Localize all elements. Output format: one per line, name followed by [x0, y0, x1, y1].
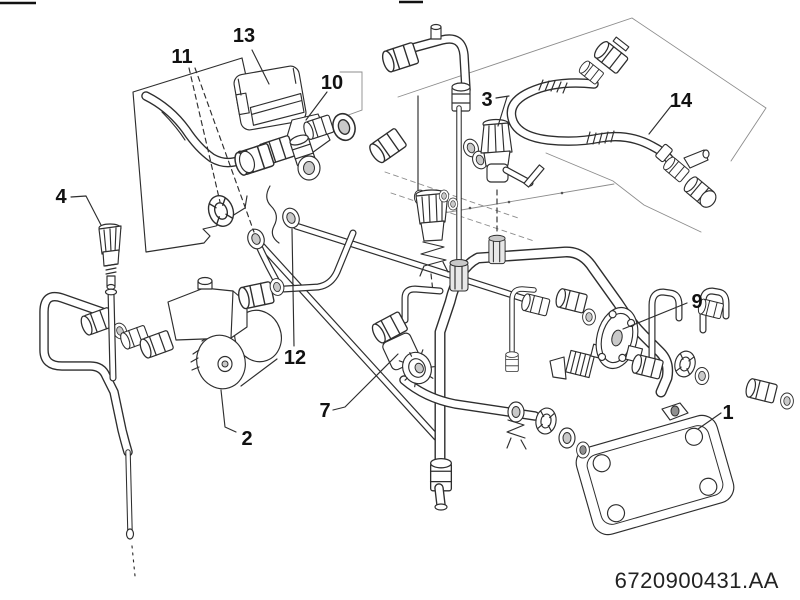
diagonal-pipes — [254, 222, 532, 442]
callout-4: 4 — [55, 186, 67, 208]
callout-labels: 13 11 10 4 3 14 12 7 2 9 1 — [55, 25, 733, 450]
relief-valve-center — [415, 189, 459, 293]
callout-13: 13 — [233, 25, 255, 47]
hx-washer-chain — [533, 405, 590, 459]
pump-housing — [167, 287, 248, 341]
circulation-pump — [78, 276, 286, 390]
callout-14: 14 — [670, 90, 693, 112]
heat-exchanger-feed-pipe — [399, 375, 540, 421]
callout-1: 1 — [722, 402, 733, 424]
three-way-valve-chain — [519, 287, 794, 410]
heat-exchanger — [575, 402, 735, 536]
fill-valve — [460, 118, 545, 235]
mounting-panel — [132, 57, 280, 253]
callout-10: 10 — [321, 72, 343, 94]
part-number: 6720900431.AA — [615, 568, 779, 593]
grommets — [203, 191, 303, 252]
frame-outline-lines — [339, 17, 767, 242]
top-elbow-pipe — [379, 23, 471, 263]
callout-9: 9 — [691, 291, 702, 313]
small-insert-valve — [506, 401, 527, 450]
braid-hatching — [538, 79, 615, 145]
callout-3: 3 — [481, 89, 492, 111]
callout-leader-lines — [70, 49, 722, 433]
panel-hose — [141, 91, 246, 168]
small-n-pipe — [505, 286, 537, 372]
valve-cap-nut — [398, 349, 435, 388]
actuator-motor — [233, 65, 307, 131]
callout-12: 12 — [284, 347, 306, 369]
actuator-valve-group — [231, 65, 360, 181]
flexible-hose — [506, 36, 717, 208]
left-loop-pipe — [39, 291, 136, 577]
temperature-sensor — [98, 223, 122, 382]
right-elbow-pipes — [648, 287, 730, 364]
pump-outlet-pipe — [280, 229, 357, 293]
scan-artifacts — [0, 0, 423, 5]
callout-7: 7 — [319, 400, 330, 422]
callout-2: 2 — [241, 428, 252, 450]
callout-11: 11 — [171, 46, 192, 68]
